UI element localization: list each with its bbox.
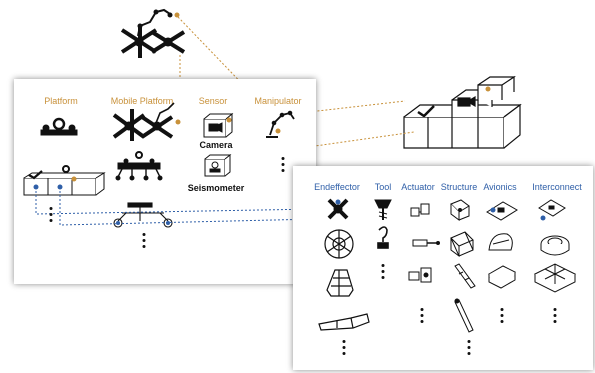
avionics-board-icon (486, 201, 518, 221)
actuator-motor-icon (410, 203, 430, 217)
platform-more-dots (49, 207, 53, 225)
manipulator-connector-dot (275, 128, 281, 134)
platform-icon (40, 117, 78, 136)
actuator-servo-icon (408, 267, 432, 283)
mobile-platform-arm-icon (112, 102, 175, 141)
endeffector-gripper-icon (327, 198, 349, 220)
left-panel-system-level: Platform Mobile Platform Sensor Manipula… (14, 79, 316, 284)
seismometer-sensor-icon (204, 153, 232, 177)
tool-drill-icon (374, 199, 392, 220)
mobile-platform-connector-dot (175, 119, 181, 125)
wheeled-platform-icon (115, 151, 163, 181)
rocker-bogie-dot-1 (116, 221, 120, 225)
top-arm-connector-dot (174, 12, 180, 18)
camera-connector-dot (226, 117, 232, 123)
endeffector-connector-dot (335, 199, 341, 205)
tool-hook-icon (377, 226, 389, 249)
label-seismometer: Seismometer (187, 183, 245, 193)
header-sensor: Sensor (198, 96, 228, 106)
rocker-bogie-icon (113, 202, 173, 228)
right-panel-component-level: Endeffector Tool Actuator Structure Avio… (293, 166, 593, 370)
endeffector-blade-icon (318, 313, 370, 331)
tool-more-dots (381, 264, 385, 282)
camera-sensor-icon (203, 112, 234, 138)
rover-module-assembly-icon (403, 75, 522, 149)
endeffector-wheel-icon (324, 229, 354, 259)
header-avionics: Avionics (483, 182, 517, 192)
header-actuator: Actuator (401, 182, 435, 192)
header-mobile-platform: Mobile Platform (110, 96, 174, 106)
right-panel-icons (318, 198, 577, 333)
mobile-platform-more-dots (142, 233, 146, 251)
left-panel-icons (23, 102, 316, 228)
endeffector-more-dots (342, 340, 346, 358)
structure-rod-icon (454, 263, 476, 289)
header-interconnect: Interconnect (532, 182, 582, 192)
rover-module-connector-dot (485, 86, 491, 92)
platform-module-blocks-icon (23, 165, 106, 196)
header-platform: Platform (44, 96, 78, 106)
header-structure: Structure (440, 182, 478, 192)
interconnect-plate-icon (538, 199, 566, 217)
actuator-linear-icon (412, 239, 440, 247)
interconnect-more-dots (553, 308, 557, 326)
header-manipulator: Manipulator (254, 96, 302, 106)
rocker-bogie-dot-2 (166, 221, 170, 225)
label-camera: Camera (199, 140, 233, 150)
interconnect-connector-dot (540, 215, 546, 221)
blue-interconnect-lines (35, 187, 316, 226)
top-arm-rover-icon (120, 8, 186, 58)
avionics-battery-stack-icon (487, 265, 517, 289)
manipulator-more-dots (281, 157, 285, 175)
structure-tube-icon (454, 298, 474, 333)
interconnect-ring-icon (540, 235, 570, 256)
avionics-connector-dot (490, 207, 496, 213)
avionics-more-dots (500, 308, 504, 326)
header-endeffector: Endeffector (314, 182, 360, 192)
interconnect-grid-block-icon (533, 263, 577, 293)
structure-cube-icon (450, 199, 470, 221)
platform-connector-dot-gold (71, 176, 77, 182)
structure-more-dots (467, 340, 471, 358)
structure-frame-icon (450, 231, 474, 257)
header-tool: Tool (374, 182, 392, 192)
avionics-dome-icon (488, 233, 513, 251)
manipulator-arm-icon (266, 110, 295, 138)
endeffector-scoop-icon (326, 269, 354, 297)
actuator-more-dots (420, 308, 424, 326)
